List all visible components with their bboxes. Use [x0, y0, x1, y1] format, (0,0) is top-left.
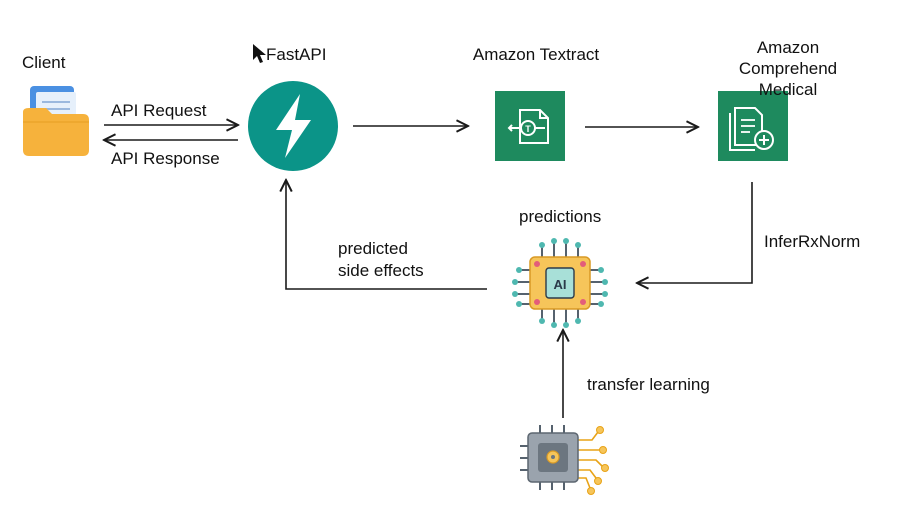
- aws-textract-icon: T: [495, 91, 565, 161]
- fastapi-bolt-icon: [248, 81, 338, 171]
- fastapi-label: FastAPI: [266, 45, 327, 64]
- comprehend-medical-label: Amazon Comprehend Medical: [738, 38, 838, 99]
- predictions-label: predictions: [519, 207, 602, 226]
- textract-label: Amazon Textract: [472, 45, 600, 64]
- predicted-side-effects-label: predicted side effects: [338, 239, 424, 280]
- side-effects-arrow: [286, 180, 487, 290]
- processor-chip-icon: [520, 425, 609, 495]
- infer-rxnorm-arrow: [637, 182, 753, 283]
- api-request-label: API Request: [111, 101, 207, 120]
- folder-document-icon: [23, 86, 89, 156]
- aws-comprehend-medical-icon: [718, 91, 788, 161]
- api-response-label: API Response: [111, 149, 220, 168]
- svg-text:AI: AI: [554, 277, 567, 292]
- infer-rxnorm-label: InferRxNorm: [764, 232, 861, 251]
- client-label: Client: [22, 53, 66, 72]
- mouse-cursor-icon: [253, 44, 266, 63]
- svg-text:T: T: [525, 124, 531, 134]
- transfer-learning-label: transfer learning: [587, 375, 710, 394]
- ai-chip-icon: AI: [512, 238, 608, 328]
